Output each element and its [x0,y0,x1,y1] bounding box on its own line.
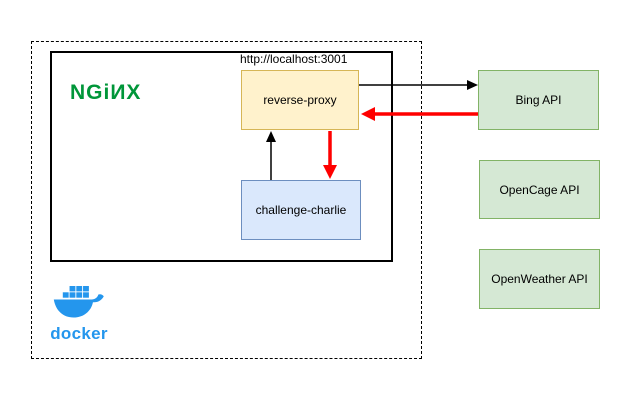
localhost-url-label: http://localhost:3001 [240,52,348,66]
node-bing-api-label: Bing API [515,93,562,107]
node-opencage-api: OpenCage API [479,160,600,219]
docker-whale-icon [53,286,104,318]
node-challenge-charlie: challenge-charlie [241,180,361,240]
docker-wordmark: docker [50,324,108,343]
node-opencage-api-label: OpenCage API [499,182,580,197]
node-reverse-proxy-label: reverse-proxy [263,93,337,107]
node-openweather-api-label: OpenWeather API [491,272,588,286]
node-reverse-proxy: reverse-proxy [241,70,359,130]
node-challenge-charlie-label: challenge-charlie [255,203,347,217]
node-openweather-api: OpenWeather API [479,249,600,309]
docker-logo: docker [48,284,110,344]
docker-boundary-box [31,41,422,359]
nginx-logo: NGiИX [70,81,142,104]
node-bing-api: Bing API [478,70,599,130]
